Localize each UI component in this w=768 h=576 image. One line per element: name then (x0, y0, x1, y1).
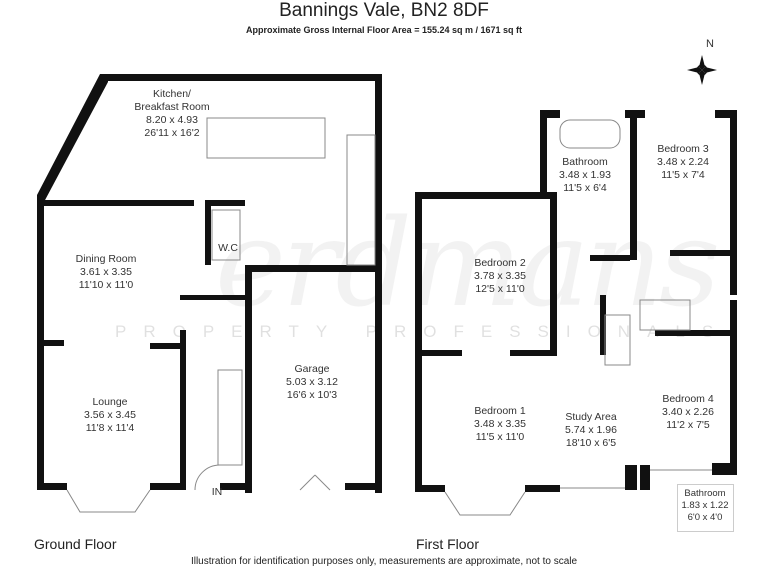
room-metric: 1.83 x 1.22 (681, 500, 729, 511)
first-floor-walls (415, 110, 737, 492)
room-name: Bedroom 2 (474, 257, 526, 269)
room-metric: 5.03 x 3.12 (286, 376, 338, 388)
room-name: Study Area (565, 411, 617, 423)
room-imperial: 12'5 x 11'0 (475, 283, 525, 295)
room-name: Bedroom 3 (657, 143, 709, 155)
first-floor-label: First Floor (416, 536, 479, 552)
room-metric: 3.78 x 3.35 (474, 270, 526, 282)
watermark-tagline: PROPERTY PROFESSIONALS (115, 322, 731, 341)
room-wc: W.C (218, 242, 238, 255)
room-metric: 3.40 x 2.26 (662, 406, 714, 418)
room-metric: 3.48 x 2.24 (657, 156, 709, 168)
disclaimer: Illustration for identification purposes… (190, 556, 578, 567)
room-imperial: 11'2 x 7'5 (666, 419, 710, 431)
room-imperial: 11'5 x 6'4 (563, 182, 607, 194)
page-title: Bannings Vale, BN2 8DF (279, 0, 489, 21)
room-name: Garage (294, 363, 330, 375)
compass-north-label: N (706, 38, 714, 50)
room-imperial: 11'5 x 11'0 (475, 431, 525, 443)
room-imperial: 16'6 x 10'3 (286, 389, 338, 401)
room-imperial: 18'10 x 6'5 (565, 437, 617, 449)
room-name: Bedroom 4 (662, 393, 714, 405)
room-imperial: 6'0 x 4'0 (687, 512, 723, 523)
room-name: Lounge (92, 396, 128, 408)
compass-rose-icon (687, 55, 717, 85)
room-metric: 3.61 x 3.35 (80, 266, 132, 278)
room-name: Bathroom (684, 488, 726, 499)
room-metric: 3.56 x 3.45 (84, 409, 136, 421)
room-metric: 8.20 x 4.93 (146, 114, 198, 126)
ground-floor-fixtures (66, 117, 376, 513)
room-imperial: 26'11 x 16'2 (144, 127, 200, 139)
room-imperial: 11'10 x 11'0 (78, 279, 134, 291)
room-metric: 5.74 x 1.96 (565, 424, 617, 436)
bathroom-label-box (677, 484, 734, 532)
floor-area-subtitle: Approximate Gross Internal Floor Area = … (245, 25, 523, 35)
room-metric: 3.48 x 1.93 (559, 169, 611, 181)
first-floor-fixtures (444, 119, 712, 516)
room-imperial: 11'5 x 7'4 (661, 169, 705, 181)
entrance-label: IN (211, 486, 223, 498)
room-name: W.C (218, 242, 238, 254)
room-name: Bathroom (562, 156, 608, 168)
ground-floor-walls (37, 74, 382, 493)
room-name: Dining Room (75, 253, 137, 265)
ground-floor-label: Ground Floor (34, 536, 117, 552)
room-name: Kitchen/ Breakfast Room (134, 88, 210, 113)
room-name: Bedroom 1 (474, 405, 526, 417)
room-metric: 3.48 x 3.35 (474, 418, 526, 430)
room-imperial: 11'8 x 11'4 (85, 422, 135, 434)
